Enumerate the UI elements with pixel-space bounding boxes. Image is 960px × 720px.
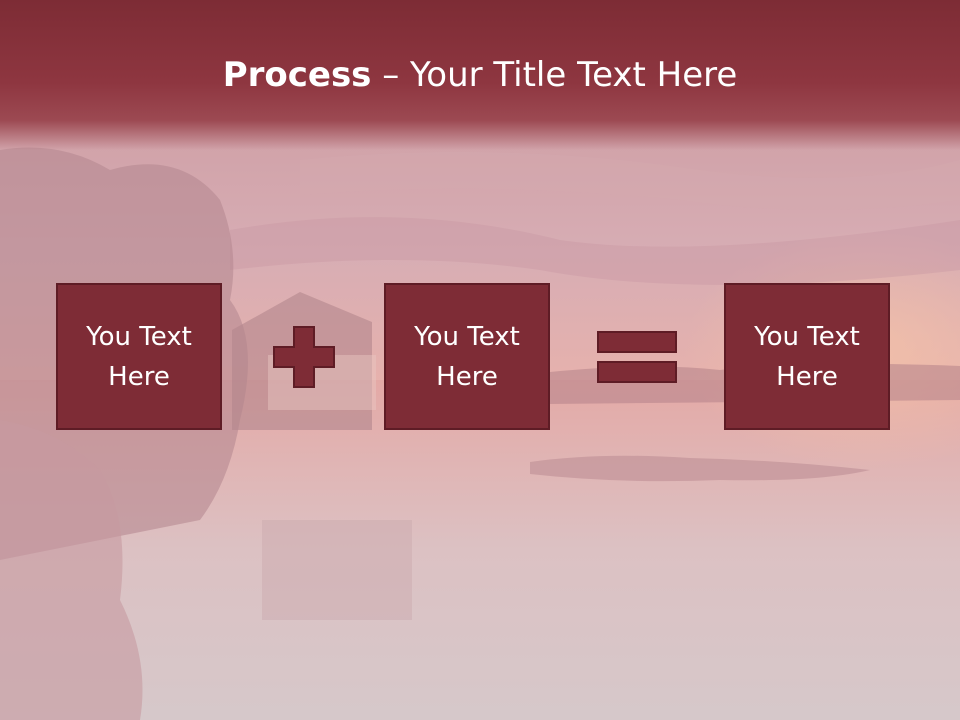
equals-icon	[597, 331, 677, 383]
slide-title: Process – Your Title Text Here	[0, 52, 960, 98]
title-bold: Process	[222, 55, 372, 95]
title-rest: – Your Title Text Here	[371, 55, 738, 95]
process-box-3-label: You Text Here	[754, 321, 860, 392]
process-box-1: You Text Here	[56, 283, 222, 430]
process-box-2: You Text Here	[384, 283, 550, 430]
process-box-3: You Text Here	[724, 283, 890, 430]
process-box-2-label: You Text Here	[414, 321, 520, 392]
plus-icon	[273, 326, 335, 388]
title-band	[0, 0, 960, 150]
process-box-1-label: You Text Here	[86, 321, 192, 392]
